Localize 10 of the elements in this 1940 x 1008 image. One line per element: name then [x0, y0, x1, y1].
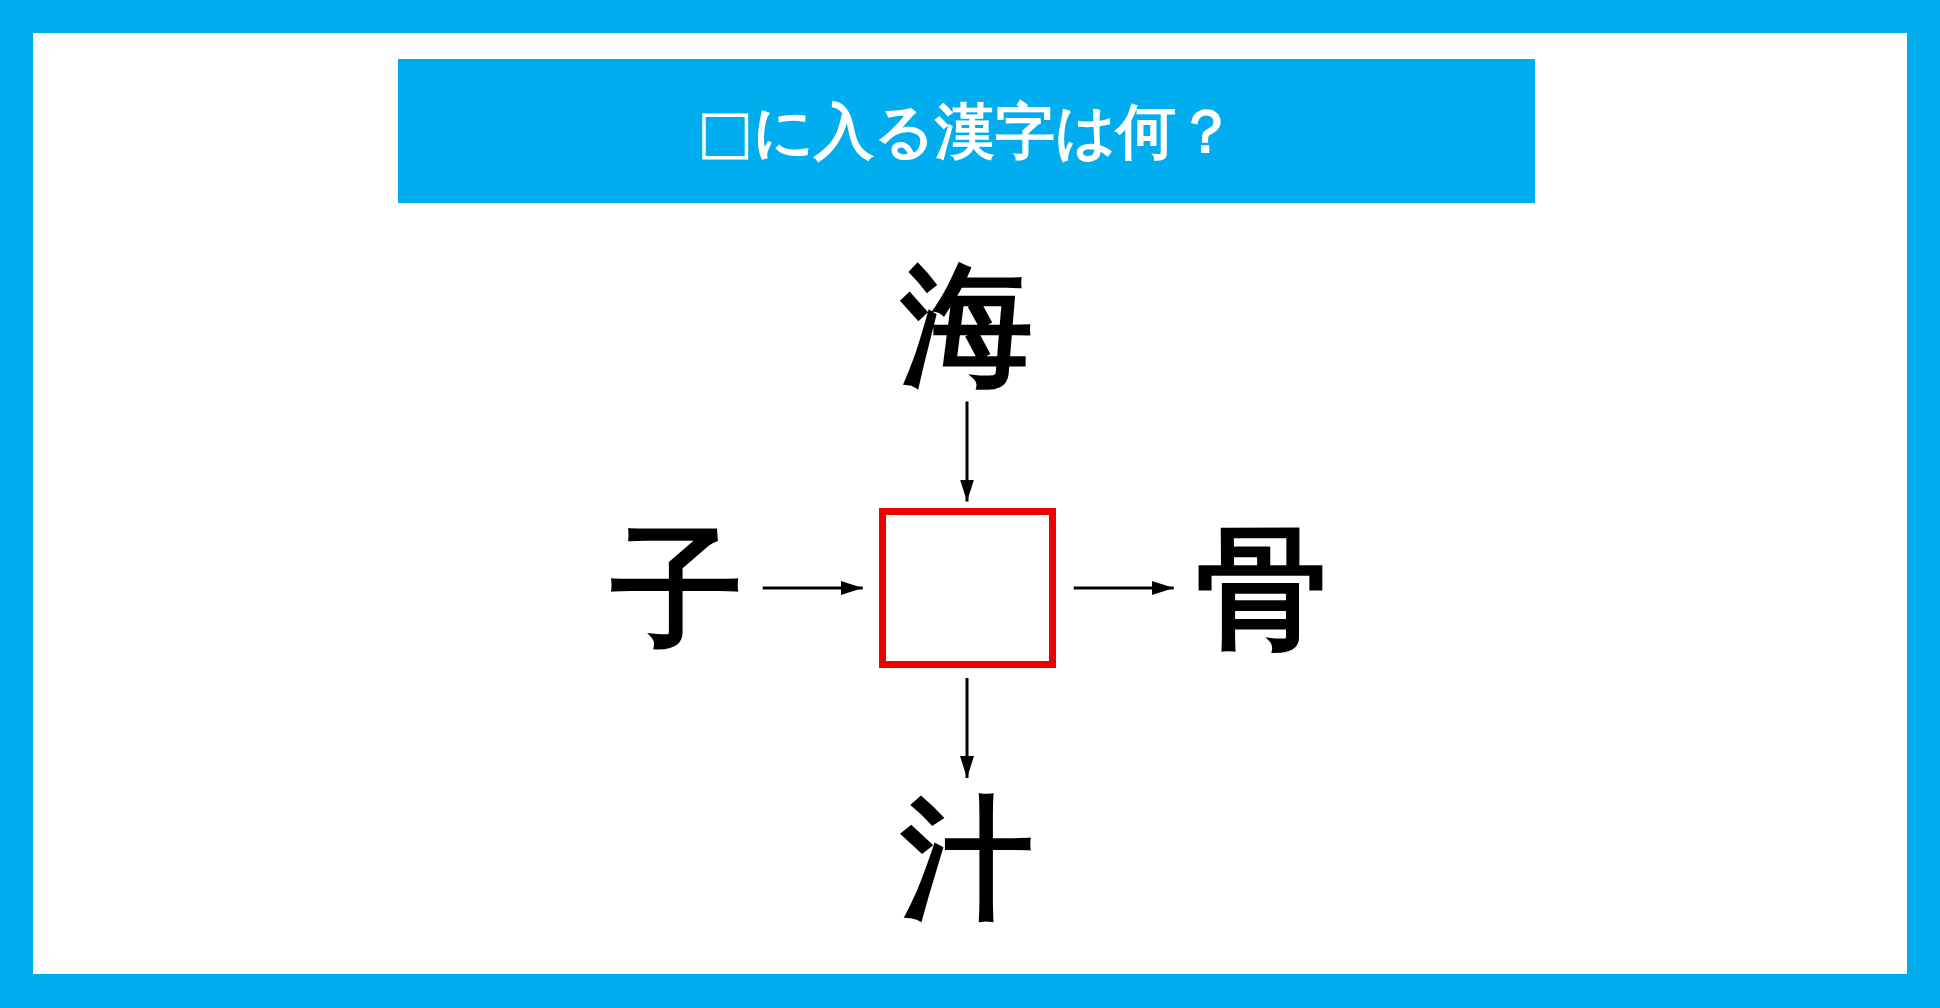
answer-box — [878, 508, 1056, 668]
title-banner: □に入る漢字は何？ — [398, 59, 1535, 203]
arrow — [1073, 581, 1174, 595]
arrow — [960, 401, 974, 502]
kanji-character: 子 — [607, 518, 747, 658]
kanji-character: 汁 — [897, 788, 1037, 928]
arrow — [762, 581, 863, 595]
arrow — [960, 678, 974, 778]
kanji-character: 海 — [897, 255, 1037, 395]
kanji-character: 骨 — [1192, 518, 1332, 658]
